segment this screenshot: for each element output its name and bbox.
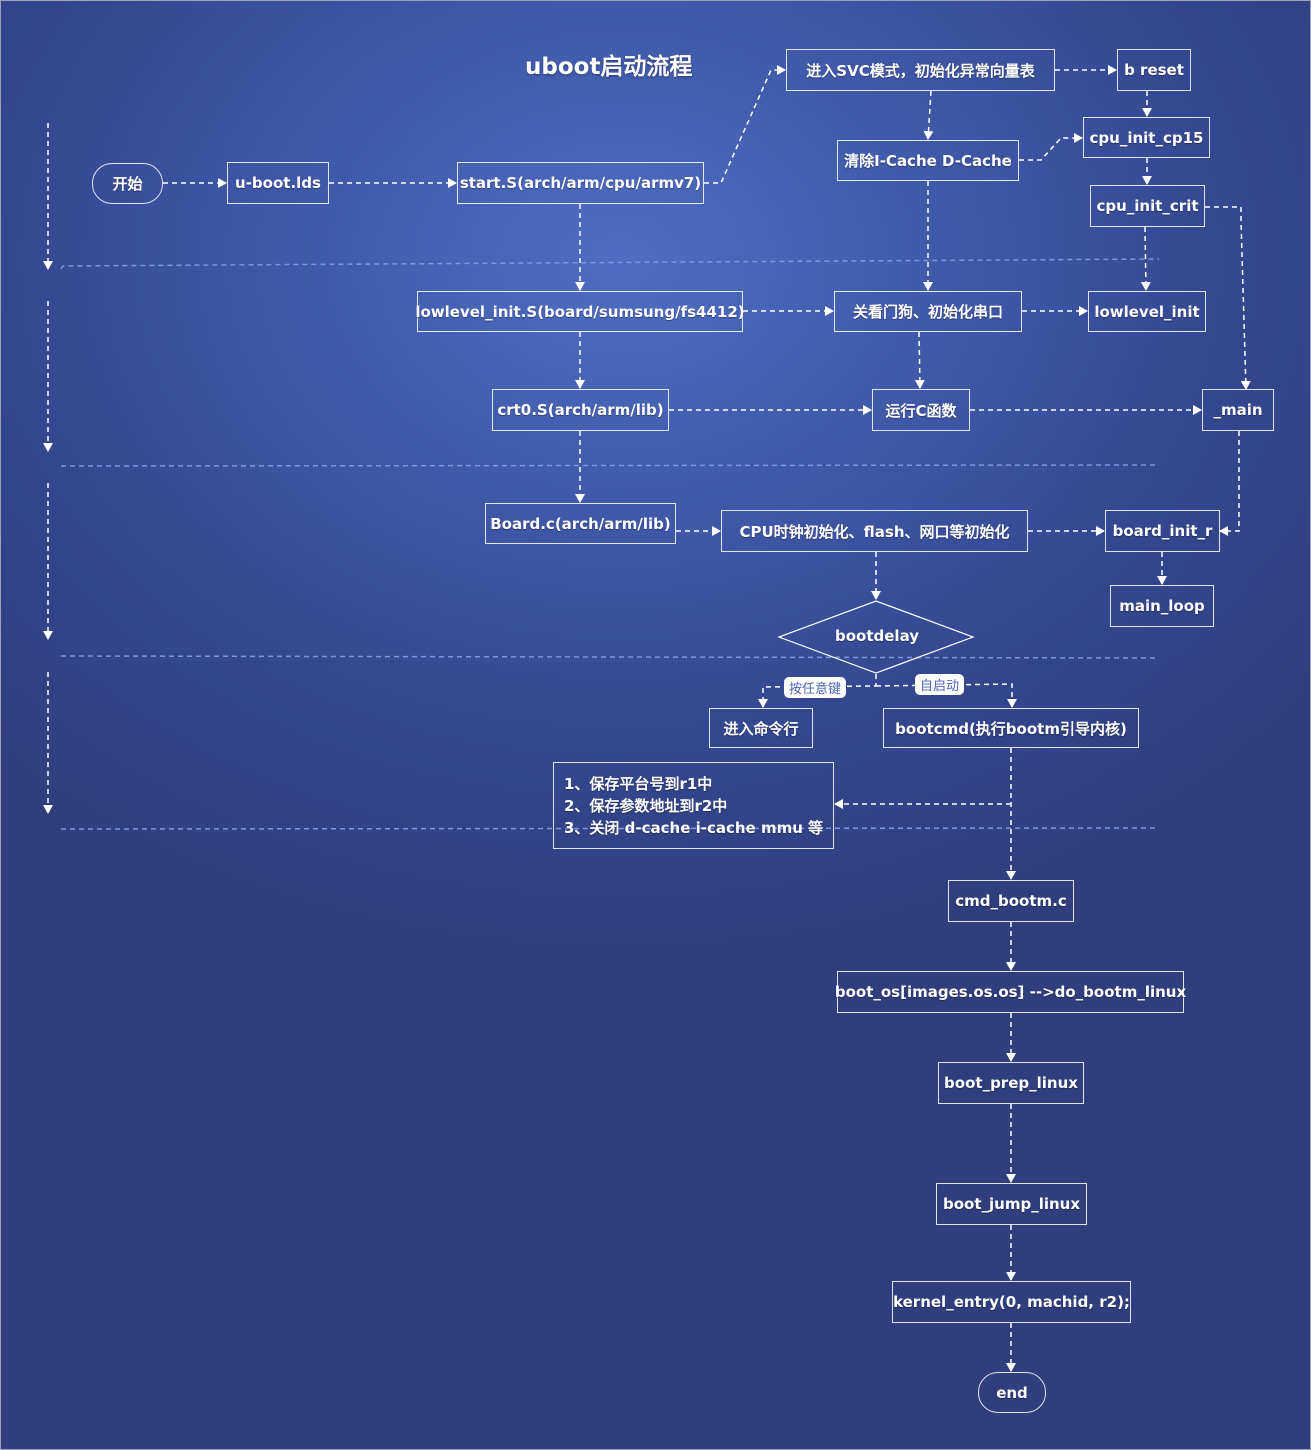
cmd-bootm-node: cmd_bootm.c [948,880,1074,922]
edge-crit-main [1205,206,1251,390]
edge-main-initr [1219,431,1240,536]
edge-crit-lowlevel [1140,226,1151,291]
lowlevel-init-node: lowlevel_init [1088,291,1206,332]
edge-cache-cp15 [1019,133,1083,161]
bootdelay-diamond [777,600,975,674]
edge-starts-svc [704,65,786,184]
main-loop-node: main_loop [1110,585,1214,627]
watchdog-uart-node: 关看门狗、初始化串口 [834,291,1022,332]
bootm-notes: 1、保存平台号到r1中 2、保存参数地址到r2中 3、关闭 d-cache i-… [553,762,834,849]
phase-separator-3 [60,655,1160,659]
uboot-lds-node: u-boot.lds [227,162,329,204]
command-line-node: 进入命令行 [709,708,813,748]
note-line: 1、保存平台号到r1中 [564,775,713,793]
boot-os-node: boot_os[images.os.os] -->do_bootm_linux [835,971,1186,1013]
b-reset-node: b reset [1117,49,1191,91]
main-node: _main [1202,389,1274,431]
cpu-init-crit-node: cpu_init_crit [1090,185,1205,227]
phase-separator-2 [60,464,1160,467]
board-init-r-node: board_init_r [1105,510,1220,552]
cpu-init-cp15-node: cpu_init_cp15 [1083,117,1210,158]
bootdelay-label: bootdelay [835,627,920,645]
edge-svc-cache [923,90,934,140]
edge-watchdog-runc [914,331,925,389]
auto-start-label: 自启动 [915,674,965,695]
edge-bootdelay-cmdline [758,674,877,708]
cpu-clock-init-node: CPU时钟初始化、flash、网口等初始化 [721,510,1028,552]
board-c-node: Board.c(arch/arm/lib) [485,503,676,544]
crt0-node: crt0.S(arch/arm/lib) [492,389,669,431]
lowlevel-init-s-node: lowlevel_init.S(board/sumsung/fs4412) [415,291,745,332]
start-node: 开始 [92,163,163,204]
boot-jump-linux-node: boot_jump_linux [936,1183,1087,1225]
note-line: 3、关闭 d-cache i-cache mmu 等 [564,819,824,837]
any-key-label: 按任意键 [784,677,847,698]
run-c-node: 运行C函数 [872,389,970,431]
bootcmd-node: bootcmd(执行bootm引导内核) [883,708,1139,748]
phase-separator-1 [60,258,1160,270]
start-s-node: start.S(arch/arm/cpu/armv7) [457,162,704,204]
phase-separator-4 [60,827,1160,830]
svc-mode-node: 进入SVC模式，初始化异常向量表 [786,49,1055,91]
clear-cache-node: 清除I-Cache D-Cache [837,140,1019,181]
end-node: end [978,1372,1046,1413]
kernel-entry-node: kernel_entry(0, machid, r2); [892,1281,1131,1323]
note-line: 2、保存参数地址到r2中 [564,797,728,815]
boot-prep-linux-node: boot_prep_linux [938,1062,1084,1104]
diagram-title: uboot启动流程 [525,54,693,80]
